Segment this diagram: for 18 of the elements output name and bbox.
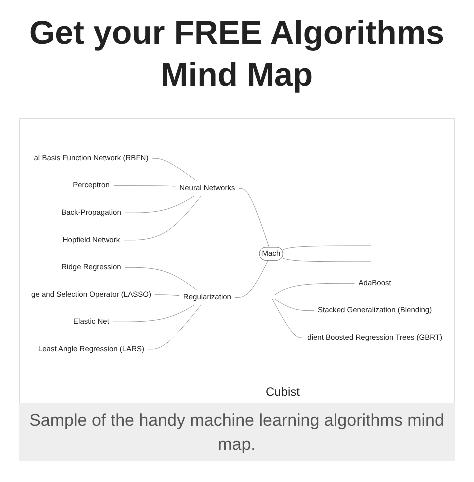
branch-label: Cubist [266,385,300,399]
connector [154,294,180,296]
connector [124,267,198,290]
connector [148,304,202,350]
connector [112,304,195,322]
connector [272,298,304,338]
connector [113,186,176,187]
connector [282,258,372,262]
connector [274,283,356,296]
connector [124,196,202,241]
connector [235,260,269,298]
connector [282,246,372,251]
title: Get your FREE Algorithms Mind Map [28,13,446,95]
connector [152,158,198,182]
connector [238,188,270,248]
connector [124,196,195,214]
caption: Sample of the handy machine learning algorithms mind map. [19,403,455,461]
connector [274,298,314,312]
